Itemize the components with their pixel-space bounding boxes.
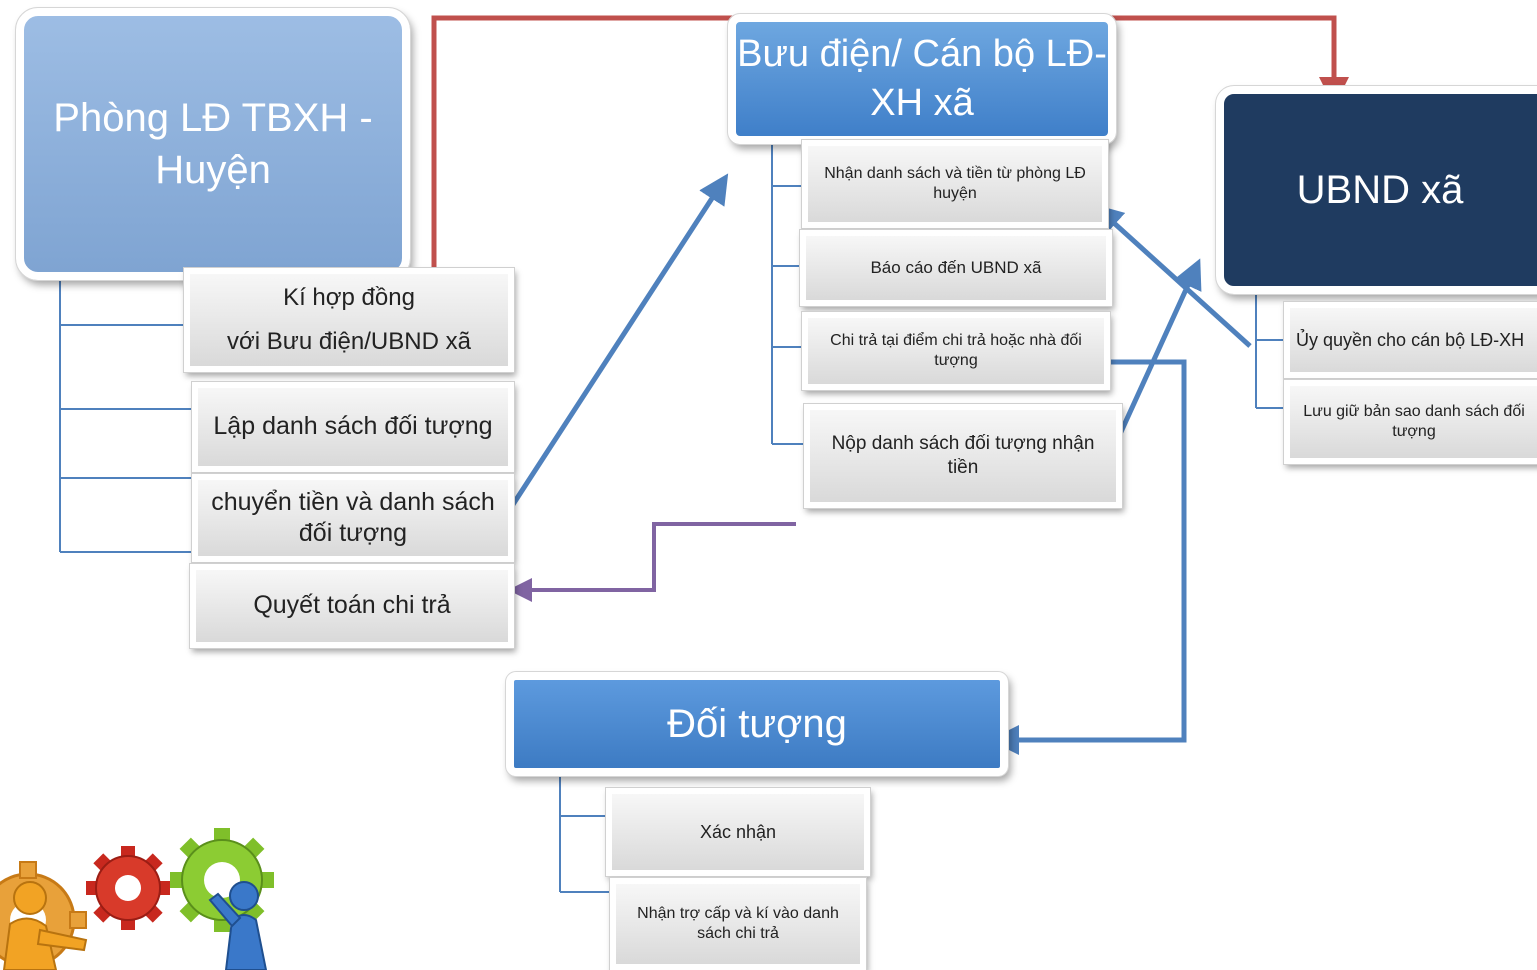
phong-header: Phòng LĐ TBXH - Huyện <box>15 7 411 281</box>
arrow-pay-to-doituong <box>989 359 1187 755</box>
tree-line-doituong <box>559 772 616 893</box>
doituong-item-receive-label: Nhận trợ cấp và kí vào danh sách chi trả <box>637 905 839 942</box>
arrow-transfer-to-buudien <box>509 173 729 508</box>
phong-item-list-label: Lập danh sách đối tượng <box>213 412 493 441</box>
ubnd-header: UBND xã <box>1215 85 1537 295</box>
ubnd-item-archive-label: Lưu giữ bản sao danh sách đối tượng <box>1303 403 1525 440</box>
tree-line-buudien <box>771 140 810 445</box>
tree-line-phong <box>59 278 210 553</box>
buudien-item-receive-label: Nhận danh sách và tiền từ phòng LĐ huyện <box>824 165 1086 202</box>
phong-title: Phòng LĐ TBXH - Huyện <box>53 96 373 192</box>
phong-item-contract-line2: với Bưu điện/UBND xã <box>227 328 471 355</box>
doituong-item-receive: Nhận trợ cấp và kí vào danh sách chi trả <box>609 877 867 970</box>
gears-icon <box>0 828 274 970</box>
buudien-item-report-label: Báo cáo đến UBND xã <box>870 258 1042 278</box>
doituong-item-confirm: Xác nhận <box>605 787 871 877</box>
phong-item-list: Lập danh sách đối tượng <box>191 381 515 473</box>
doituong-header: Đối tượng <box>505 671 1009 777</box>
phong-item-transfer-label: chuyển tiền và danh sách đối tượng <box>211 487 495 547</box>
ubnd-item-authorize-label: Ủy quyền cho cán bộ LĐ-XH <box>1296 329 1525 350</box>
buudien-header: Bưu điện/ Cán bộ LĐ-XH xã <box>727 13 1117 145</box>
phong-item-transfer: chuyển tiền và danh sách đối tượng <box>191 473 515 563</box>
ubnd-item-authorize: Ủy quyền cho cán bộ LĐ-XH <box>1283 301 1537 379</box>
buudien-item-pay-label: Chi trả tại điểm chi trả hoặc nhà đối tư… <box>830 332 1082 369</box>
buudien-item-submit-label: Nộp danh sách đối tượng nhận tiền <box>831 433 1095 478</box>
buudien-title: Bưu điện/ Cán bộ LĐ-XH xã <box>737 32 1107 124</box>
phong-item-settlement: Quyết toán chi trả <box>189 563 515 649</box>
buudien-item-submit: Nộp danh sách đối tượng nhận tiền <box>803 403 1123 509</box>
phong-item-contract: Kí hợp đồng với Bưu điện/UBND xã <box>183 267 515 373</box>
buudien-item-report: Báo cáo đến UBND xã <box>799 229 1113 307</box>
doituong-title: Đối tượng <box>667 702 847 746</box>
buudien-item-receive: Nhận danh sách và tiền từ phòng LĐ huyện <box>801 139 1109 229</box>
ubnd-title: UBND xã <box>1296 168 1464 212</box>
phong-item-settlement-label: Quyết toán chi trả <box>253 591 451 620</box>
ubnd-item-archive: Lưu giữ bản sao danh sách đối tượng <box>1283 379 1537 465</box>
doituong-item-confirm-label: Xác nhận <box>699 821 777 842</box>
phong-item-contract-line1: Kí hợp đồng <box>283 284 415 311</box>
arrow-settlement <box>508 522 796 602</box>
buudien-item-pay: Chi trả tại điểm chi trả hoặc nhà đối tư… <box>801 311 1111 391</box>
